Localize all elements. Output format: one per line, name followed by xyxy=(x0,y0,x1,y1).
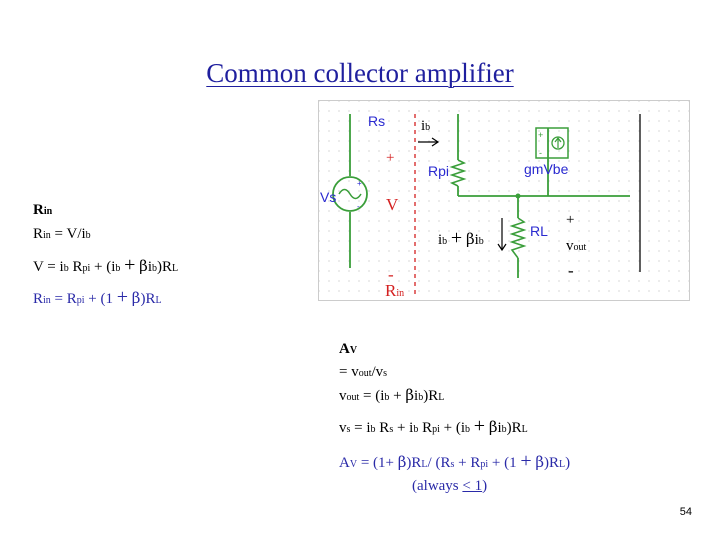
av-line-1: = vout/vs xyxy=(339,364,388,380)
vout-minus-sign: - xyxy=(568,261,574,280)
circuit-diagram: + - Vs Rs + V - Rin ib Rpi + - gmVbe RL … xyxy=(318,100,690,301)
rin-equation-1: Rin = V/ib xyxy=(33,226,91,242)
av-line-4: AV = (1+ β)RL/ (Rs + Rpi + (1 + β)RL) xyxy=(339,450,571,472)
v-minus-sign: - xyxy=(388,265,394,284)
slide-title: Common collector amplifier xyxy=(206,58,514,88)
v-plus-sign: + xyxy=(386,150,394,166)
av-line-3: vs = ib Rs + ib Rpi + (ib + βib)RL xyxy=(339,415,528,437)
circuit-wires xyxy=(349,114,630,278)
rs-label: Rs xyxy=(368,113,385,129)
vs-source-icon xyxy=(332,176,368,212)
ib-beta-ib-label: ib + βib xyxy=(438,227,484,249)
av-line-2: vout = (ib + βib)RL xyxy=(339,386,445,404)
gmvbe-source-icon xyxy=(535,127,569,159)
rl-resistor-icon xyxy=(509,217,527,259)
page-number: 54 xyxy=(679,506,692,518)
rin-equation-2: V = ib Rpi + (ib + βib)RL xyxy=(33,254,179,276)
vout-plus-sign: + xyxy=(566,212,574,228)
rl-label: RL xyxy=(530,223,548,239)
rpi-label: Rpi xyxy=(428,163,449,179)
vs-label: Vs xyxy=(320,189,336,205)
vout-label: vout xyxy=(566,238,587,254)
vs-plus-sign: + xyxy=(357,179,362,188)
circuit-frame xyxy=(318,100,690,301)
rin-equation-3: Rin = Rpi + (1 + β)RL xyxy=(33,286,162,308)
down-arrow-icon xyxy=(497,218,507,252)
v-label: V xyxy=(386,195,399,214)
rin-heading: Rin xyxy=(33,202,53,218)
av-heading: AV xyxy=(339,341,358,357)
gmvbe-label: gmVbe xyxy=(524,161,569,177)
ib-top-label: ib xyxy=(421,118,430,134)
rpi-resistor-icon xyxy=(449,159,467,187)
av-line-5: (always < 1) xyxy=(412,478,488,494)
vs-minus-sign: - xyxy=(357,202,360,211)
rin-label: Rin xyxy=(385,281,404,300)
ib-arrow-icon xyxy=(418,137,440,147)
gm-plus-sign: + xyxy=(538,130,543,140)
gm-minus-sign: - xyxy=(539,148,542,158)
node-dot xyxy=(515,193,521,199)
